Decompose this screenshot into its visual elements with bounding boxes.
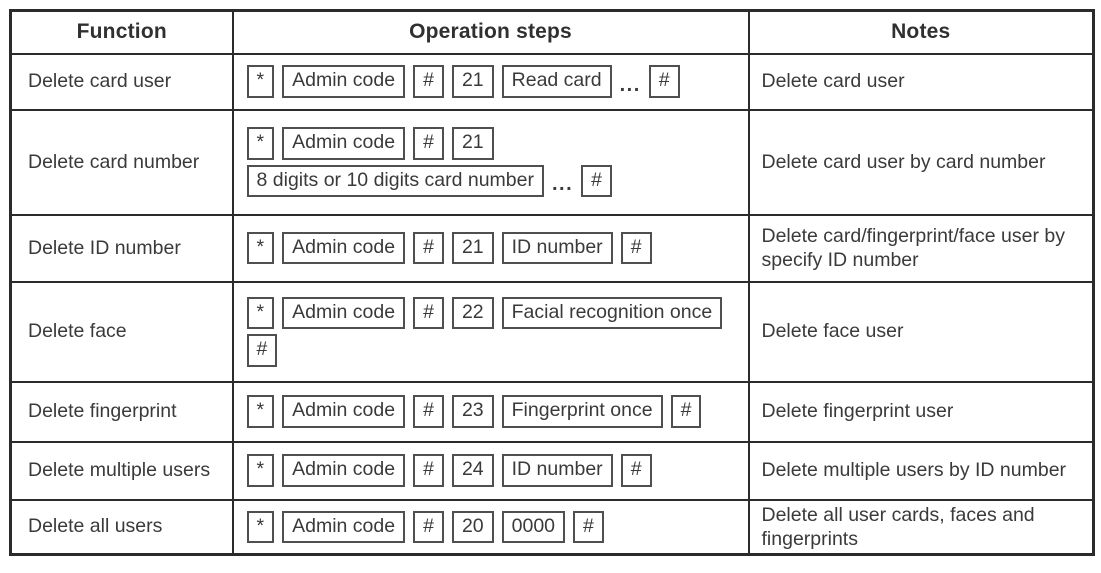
- header-row: Function Operation steps Notes: [9, 9, 1095, 55]
- function-cell: Delete all users: [9, 498, 234, 556]
- keypad-step-box: 0000: [501, 510, 566, 544]
- step-line: #: [246, 334, 742, 367]
- keypad-step-box: Admin code: [282, 395, 406, 428]
- keypad-step-box: 23: [451, 395, 494, 428]
- keypad-step-box: 21: [451, 65, 494, 98]
- keypad-step-box: 24: [451, 454, 494, 487]
- keypad-step-box: 8 digits or 10 digits card number: [246, 164, 544, 197]
- keypad-step-box: Admin code: [282, 65, 406, 98]
- keypad-step-box: #: [413, 395, 444, 428]
- notes-cell: Delete card user: [747, 52, 1095, 111]
- keypad-step-box: Read card: [501, 65, 612, 98]
- keypad-step-box: #: [413, 127, 444, 160]
- notes-cell: Delete card user by card number: [747, 108, 1095, 216]
- keypad-step-box: *: [246, 395, 275, 428]
- keypad-step-box: 21: [451, 127, 494, 160]
- column-header-function: Function: [9, 9, 234, 55]
- keypad-step-box: #: [413, 231, 444, 265]
- keypad-step-box: #: [413, 296, 444, 329]
- notes-cell: Delete face user: [747, 280, 1095, 383]
- keypad-step-box: 21: [451, 231, 494, 265]
- keypad-step-box: Admin code: [282, 296, 406, 329]
- keypad-step-box: #: [413, 454, 444, 487]
- keypad-step-box: *: [246, 65, 275, 98]
- keypad-step-box: 20: [451, 510, 494, 544]
- keypad-step-box: Fingerprint once: [501, 395, 663, 428]
- keypad-step-box: #: [246, 334, 278, 367]
- function-cell: Delete card user: [9, 52, 234, 111]
- keypad-step-box: #: [620, 454, 652, 487]
- keypad-step-box: *: [246, 296, 275, 329]
- function-cell: Delete multiple users: [9, 440, 234, 501]
- notes-cell: Delete fingerprint user: [747, 380, 1095, 443]
- step-line: 8 digits or 10 digits card number... #: [246, 164, 742, 197]
- keypad-step-box: #: [670, 395, 702, 428]
- keypad-step-box: *: [246, 231, 275, 265]
- keypad-step-box: #: [413, 510, 444, 544]
- keypad-step-box: *: [246, 510, 275, 544]
- keypad-step-box: 22: [451, 296, 494, 329]
- keypad-step-box: Admin code: [282, 454, 406, 487]
- column-header-operation-steps: Operation steps: [231, 9, 750, 55]
- notes-cell: Delete card/fingerprint/face user by spe…: [747, 213, 1095, 283]
- keypad-step-box: *: [246, 127, 275, 160]
- function-cell: Delete fingerprint: [9, 380, 234, 443]
- keypad-step-box: Admin code: [282, 127, 406, 160]
- keypad-step-box: Admin code: [282, 510, 406, 544]
- keypad-step-box: #: [573, 510, 604, 544]
- keypad-step-box: #: [620, 231, 652, 265]
- function-cell: Delete card number: [9, 108, 234, 216]
- keypad-step-box: #: [581, 164, 613, 197]
- delete-operations-table: Function Operation steps Notes Delete ca…: [9, 9, 1095, 557]
- keypad-step-box: *: [246, 454, 275, 487]
- notes-cell: Delete all user cards, faces and fingerp…: [747, 498, 1095, 556]
- keypad-step-box: ID number: [501, 231, 613, 265]
- keypad-step-box: Facial recognition once: [501, 296, 723, 329]
- step-line: *Admin code#21: [246, 127, 742, 160]
- ellipsis-separator: ...: [551, 173, 574, 195]
- keypad-step-box: ID number: [501, 454, 613, 487]
- keypad-step-box: Admin code: [282, 231, 406, 265]
- function-cell: Delete face: [9, 280, 234, 383]
- notes-cell: Delete multiple users by ID number: [747, 440, 1095, 501]
- keypad-step-box: #: [648, 65, 680, 98]
- table-header: Function Operation steps Notes: [9, 9, 1095, 55]
- keypad-step-box: #: [413, 65, 444, 98]
- column-header-notes: Notes: [747, 9, 1095, 55]
- ellipsis-separator: ...: [619, 73, 641, 96]
- function-cell: Delete ID number: [9, 213, 234, 283]
